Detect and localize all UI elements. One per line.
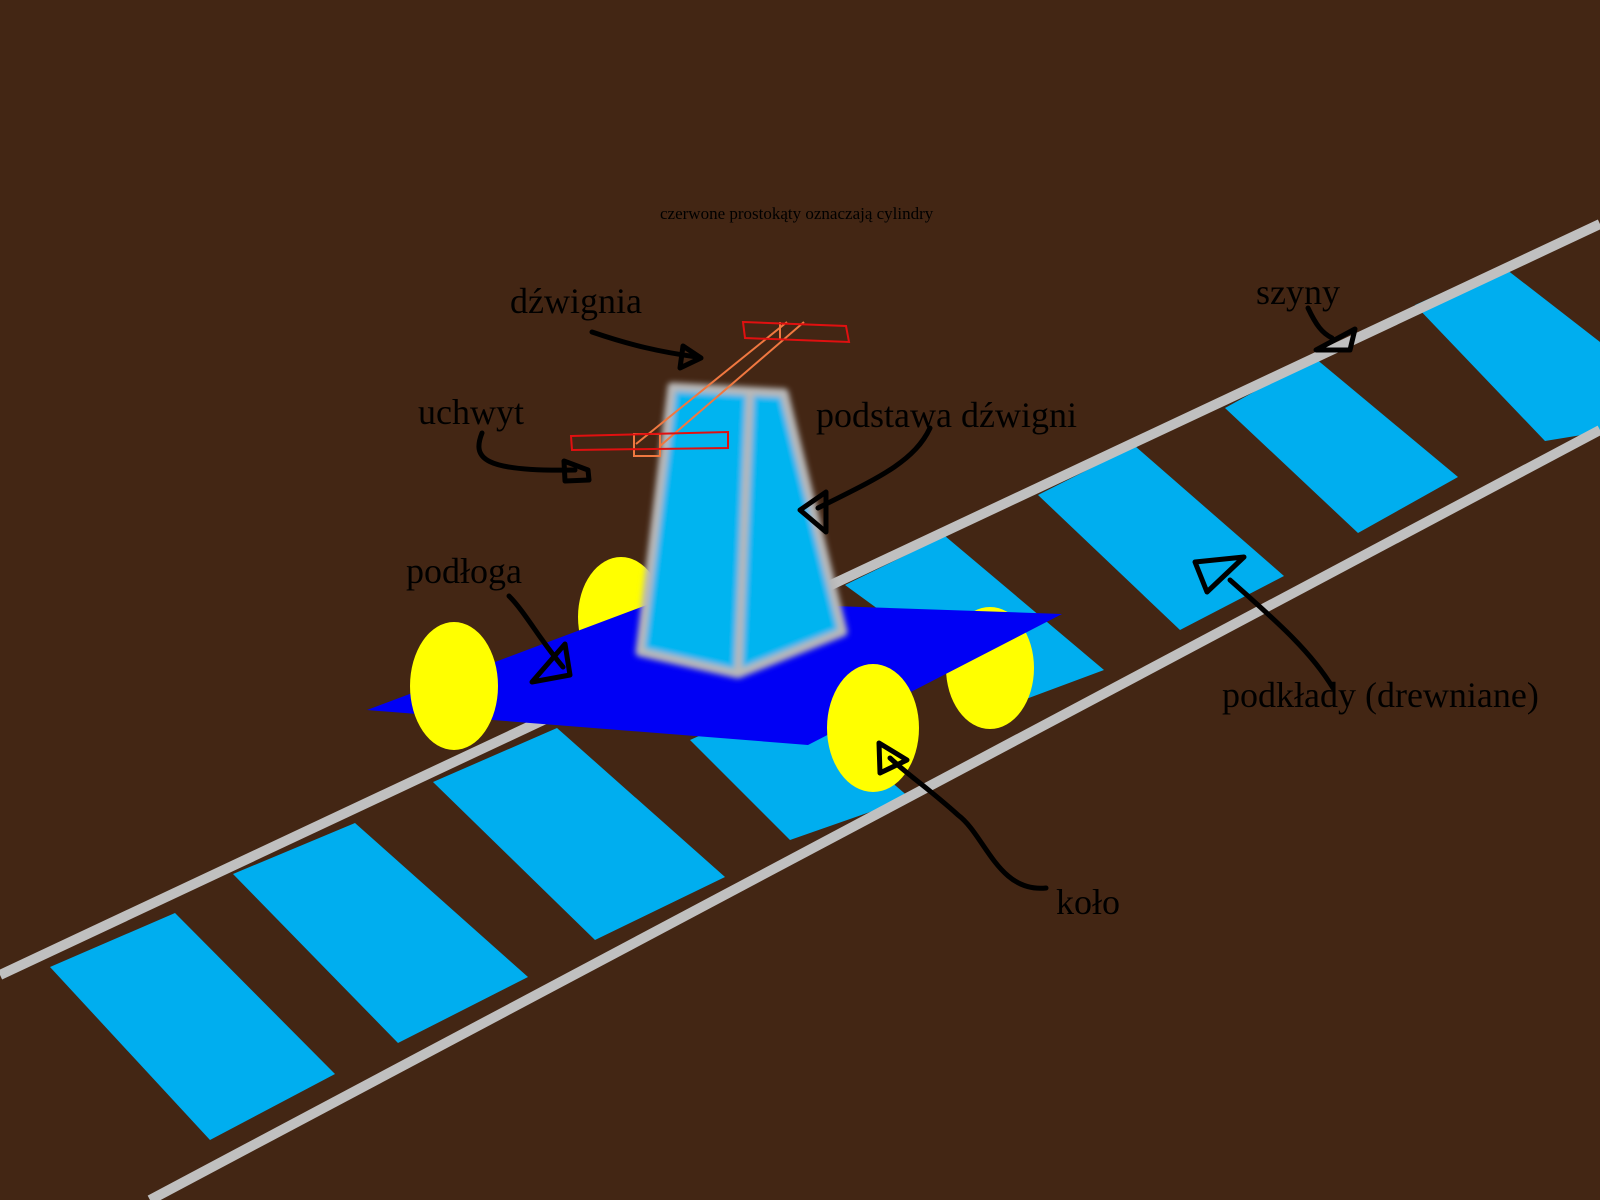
label-wheel: koło <box>1056 882 1121 922</box>
lever-base-outline <box>635 382 848 679</box>
arrow-lever-base <box>815 425 933 511</box>
lever-bar <box>635 321 788 445</box>
arrow-wheel <box>887 755 1049 891</box>
lever-joint <box>633 433 661 457</box>
label-rails: szyny <box>1256 272 1340 312</box>
lever-bar <box>659 321 805 447</box>
wheel-front-left <box>410 622 498 750</box>
arrow-lever <box>589 329 700 360</box>
wheel-front-right <box>827 664 919 792</box>
rail-lower <box>147 425 1600 1200</box>
sleeper <box>1225 358 1458 533</box>
arrow-sleepers-head <box>1192 554 1247 595</box>
label-floor: podłoga <box>406 551 522 591</box>
note-text: czerwone prostokąty oznaczają cylindry <box>660 204 934 223</box>
cylinder-handle <box>569 430 729 452</box>
label-handle: uchwyt <box>418 392 524 432</box>
lever-base-right-face <box>738 390 843 674</box>
cylinder-top <box>741 320 851 344</box>
lever-base-edge <box>734 389 754 675</box>
arrow-floor-head <box>529 641 573 685</box>
sleeper <box>433 728 725 940</box>
annotation-arrows <box>476 305 1358 891</box>
arrow-lever-head <box>677 343 704 371</box>
label-lever: dźwignia <box>510 281 642 321</box>
sleeper <box>1415 266 1600 441</box>
arrow-lever-base-head <box>797 489 829 535</box>
arrow-wheel-head <box>876 740 910 776</box>
sleeper <box>50 913 335 1140</box>
label-sleepers: podkłady (drewniane) <box>1222 675 1539 715</box>
sleeper <box>233 823 528 1043</box>
arrow-rails <box>1305 305 1335 341</box>
arrow-handle <box>476 430 578 473</box>
lever-base <box>635 382 848 679</box>
arrow-sleepers <box>1227 577 1336 691</box>
arrow-floor <box>506 593 566 670</box>
label-lever-base: podstawa dźwigni <box>816 395 1077 435</box>
arrow-rails-head <box>1313 326 1358 353</box>
sleeper <box>1038 446 1284 630</box>
arrow-handle-head <box>561 458 592 484</box>
